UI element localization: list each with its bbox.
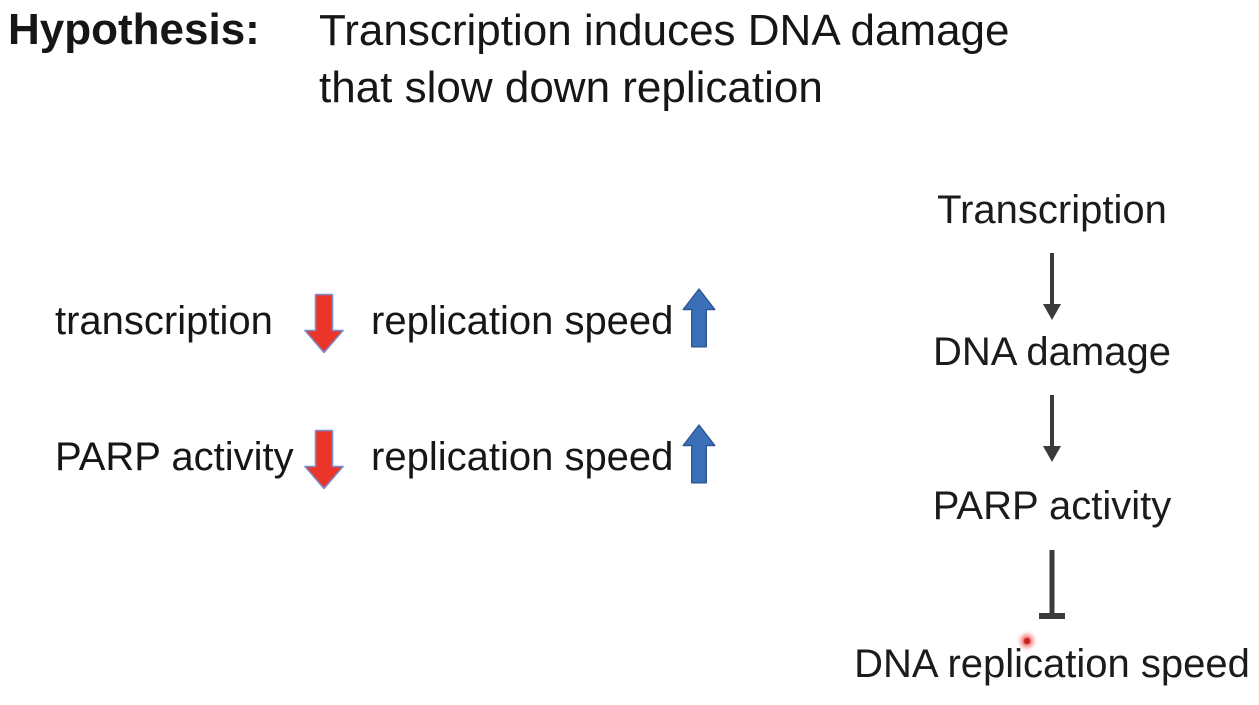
laser-pointer-dot: [1015, 629, 1039, 653]
red-down-arrow-icon: [304, 429, 344, 489]
activation-arrow-dna-damage-to-parp: [1043, 395, 1061, 462]
pathway-node-parp-activity: PARP activity: [932, 484, 1172, 528]
factor-label-parp-activity: PARP activity: [55, 434, 294, 479]
title-text: Transcription induces DNA damage that sl…: [319, 2, 1010, 116]
activation-arrow-transcription-to-dna-damage: [1043, 253, 1061, 320]
pathway-node-dna-damage: DNA damage: [933, 330, 1171, 374]
pathway-arrows: [1039, 253, 1065, 619]
hypothesis-label: Hypothesis:: [8, 5, 260, 54]
blue-up-arrow-icon: [682, 424, 716, 484]
pathway-node-transcription: Transcription: [937, 188, 1167, 232]
factor-label-transcription: transcription: [55, 298, 273, 343]
outcome-label-replication-speed: replication speed: [371, 434, 674, 479]
inhibition-arrow-parp-to-replication-speed: [1039, 550, 1065, 619]
observation-row-transcription: transcription replication speed: [55, 288, 716, 353]
title-line-1: Transcription induces DNA damage: [319, 6, 1010, 55]
outcome-label-replication-speed: replication speed: [371, 298, 674, 343]
blue-up-arrow-icon: [682, 288, 716, 348]
red-down-arrow-icon: [304, 293, 344, 353]
title-line-2: that slow down replication: [319, 63, 823, 112]
observation-row-parp-activity: PARP activity replication speed: [55, 424, 716, 489]
pathway-diagram: Transcription DNA damage PARP activity D…: [833, 170, 1259, 705]
pathway-node-dna-replication-speed: DNA replication speed: [854, 642, 1250, 686]
